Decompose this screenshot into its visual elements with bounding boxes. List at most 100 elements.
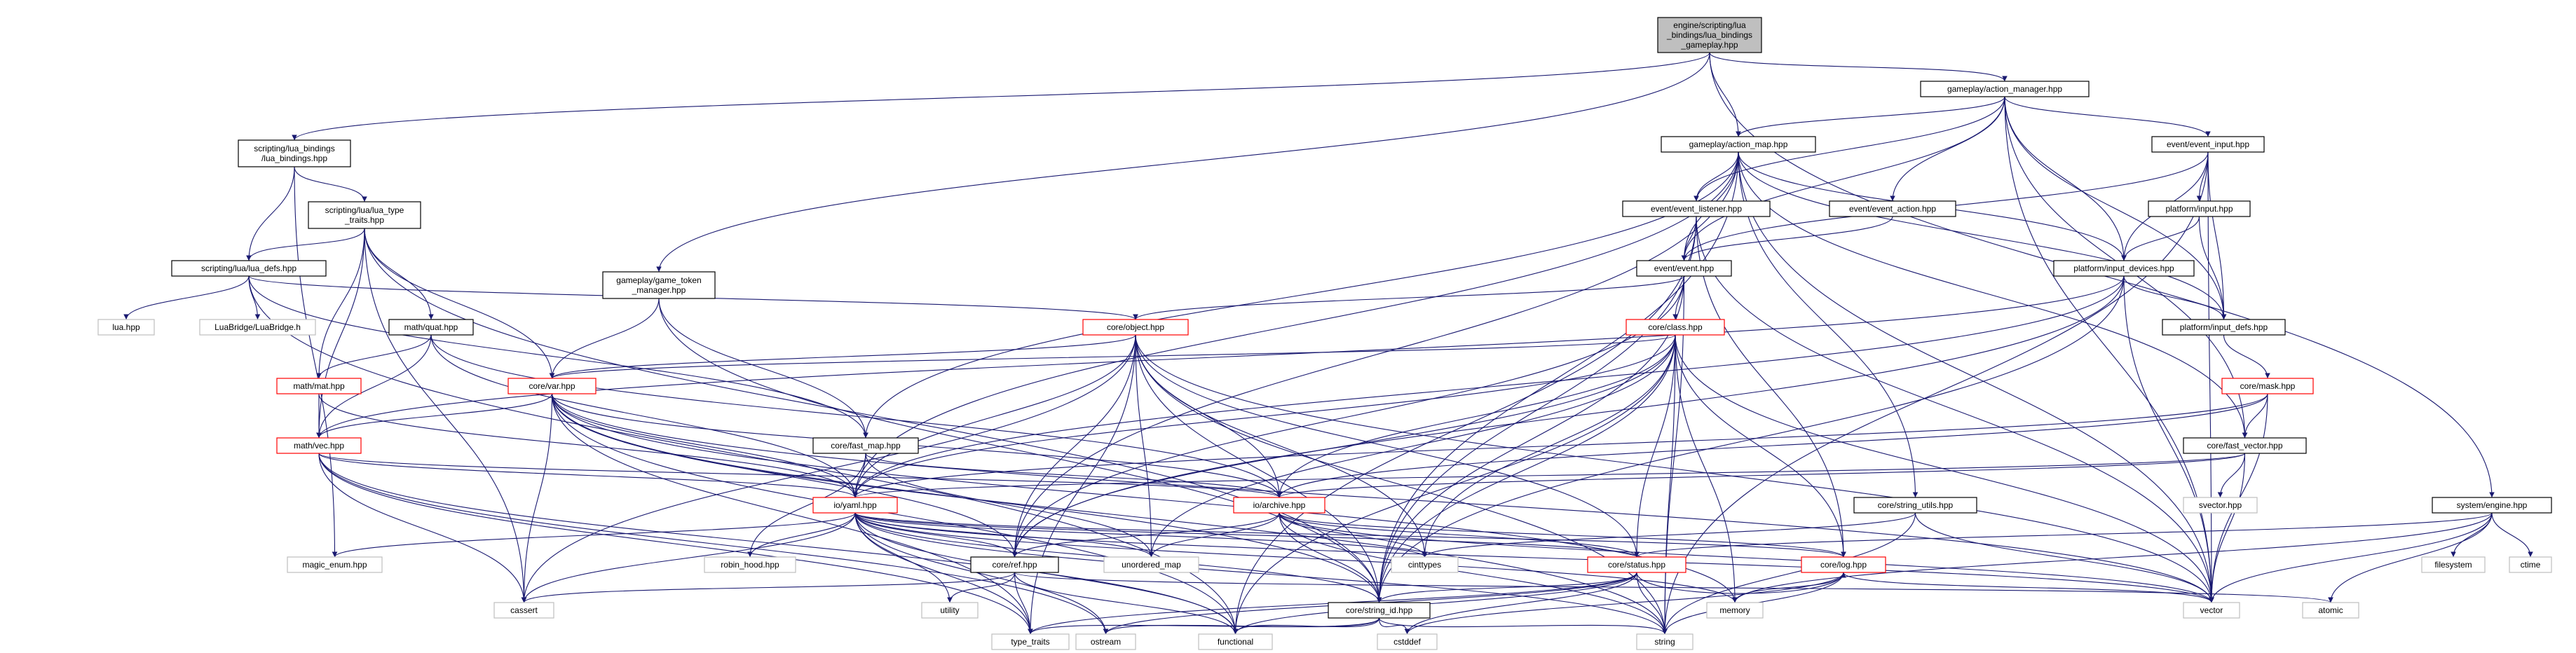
node-label: math/vec.hpp [294, 441, 344, 451]
edge-io_archive-to-core_ref [1011, 512, 1280, 558]
edge-core_object-to-unordered_map [1135, 334, 1154, 558]
node-label: vector [2200, 605, 2223, 615]
node-math-vec[interactable]: math/vec.hpp [276, 437, 362, 454]
node-box [2432, 497, 2552, 514]
edge-math_vec-to-io_yaml [318, 453, 858, 498]
node-event-input[interactable]: event/event_input.hpp [2151, 136, 2265, 153]
node-box [1626, 319, 1725, 336]
node-platform-input[interactable]: platform/input.hpp [2148, 200, 2251, 217]
edge-math_vec-to-ostream [318, 453, 1109, 635]
edge-core_object-to-type_traits [1028, 334, 1136, 635]
edge-core_object-to-io_yaml [852, 334, 1136, 498]
node-fast-vector[interactable]: core/fast_vector.hpp [2183, 437, 2307, 454]
node-core-log[interactable]: core/log.hpp [1801, 556, 1886, 573]
node-core-status[interactable]: core/status.hpp [1587, 556, 1686, 573]
node-action-manager[interactable]: gameplay/action_manager.hpp [1920, 81, 2090, 97]
node-label: core/log.hpp [1820, 560, 1867, 570]
node-core-object[interactable]: core/object.hpp [1082, 319, 1189, 336]
edge-lua_type_traits-to-string_id [364, 228, 1382, 603]
node-math-quat[interactable]: math/quat.hpp [388, 319, 474, 336]
node-box [2183, 602, 2240, 619]
node-core-ref[interactable]: core/ref.hpp [970, 556, 1059, 573]
node-system-engine[interactable]: system/engine.hpp [2432, 497, 2552, 514]
node-io-archive[interactable]: io/archive.hpp [1233, 497, 1326, 514]
node-box [1801, 556, 1886, 573]
node-input-devices[interactable]: platform/input_devices.hpp [2053, 260, 2195, 277]
node-label: type_traits [1011, 637, 1049, 647]
edge-math_mat-to-io_yaml [318, 393, 858, 498]
node-box [1377, 633, 1438, 650]
node-input-defs[interactable]: platform/input_defs.hpp [2162, 319, 2286, 336]
edge-io_yaml-to-memory [854, 512, 1738, 603]
node-fast-map[interactable]: core/fast_map.hpp [812, 437, 919, 454]
node-label: memory [1719, 605, 1750, 615]
node-label: _traits.hpp [344, 215, 384, 225]
node-box [276, 378, 362, 394]
node-box [2421, 556, 2486, 573]
node-functional: functional [1198, 633, 1273, 650]
node-label: platform/input.hpp [2165, 204, 2233, 214]
node-label: svector.hpp [2199, 500, 2242, 510]
node-event-action[interactable]: event/event_action.hpp [1829, 200, 1956, 217]
edge-event_listener-to-functional [1232, 216, 1697, 635]
node-box [1657, 17, 1762, 53]
node-math-mat[interactable]: math/mat.hpp [276, 378, 362, 394]
node-root[interactable]: engine/scripting/lua_bindings/lua_bindin… [1657, 17, 1762, 53]
edge-action_manager-to-event_listener [1694, 96, 2005, 202]
node-label: engine/scripting/lua [1673, 20, 1746, 30]
edge-input_devices-to-string_id [1376, 275, 2125, 603]
node-string-utils[interactable]: core/string_utils.hpp [1853, 497, 1977, 514]
edge-fast_map-to-robin_hood [747, 453, 866, 558]
edge-io_archive-to-core_log [1279, 512, 1846, 558]
edge-io_yaml-to-core_ref [854, 512, 1018, 558]
node-label: core/string_utils.hpp [1878, 500, 1954, 510]
node-label: math/quat.hpp [404, 322, 458, 332]
node-event-event[interactable]: event/event.hpp [1636, 260, 1732, 277]
node-label: core/class.hpp [1648, 322, 1703, 332]
edge-core_class-to-core_var [550, 334, 1676, 379]
node-string-id[interactable]: core/string_id.hpp [1328, 602, 1431, 619]
edge-io_archive-to-cinttypes [1279, 512, 1428, 558]
edge-core_status-to-cstddef [1404, 572, 1637, 635]
node-type-traits: type_traits [991, 633, 1070, 650]
node-game-token[interactable]: gameplay/game_token_manager.hpp [602, 271, 716, 299]
node-lua-type-traits[interactable]: scripting/lua/lua_type_traits.hpp [308, 201, 421, 229]
edge-event_event-to-core_object [1133, 275, 1685, 320]
node-label: robin_hood.hpp [721, 560, 779, 570]
node-box [2183, 497, 2258, 514]
node-core-mask[interactable]: core/mask.hpp [2221, 378, 2314, 394]
node-core-class[interactable]: core/class.hpp [1626, 319, 1725, 336]
node-box [991, 633, 1070, 650]
node-lua-bindings[interactable]: scripting/lua_bindings/lua_bindings.hpp [238, 139, 351, 167]
node-box [97, 319, 155, 336]
node-core-var[interactable]: core/var.hpp [507, 378, 597, 394]
node-cassert: cassert [493, 602, 554, 619]
node-label: LuaBridge/LuaBridge.h [214, 322, 301, 332]
edge-system_engine-to-memory [1732, 512, 2493, 603]
edge-action_map-to-vector [1738, 151, 2214, 603]
edge-core_ref-to-cassert [521, 572, 1016, 603]
node-box [388, 319, 474, 336]
node-io-yaml[interactable]: io/yaml.hpp [812, 497, 898, 514]
edge-core_class-to-unordered_map [1148, 334, 1676, 558]
node-event-listener[interactable]: event/event_listener.hpp [1622, 200, 1771, 217]
node-lua-defs[interactable]: scripting/lua/lua_defs.hpp [171, 260, 327, 277]
edge-core_var-to-io_yaml [551, 393, 858, 498]
node-action-map[interactable]: gameplay/action_map.hpp [1661, 136, 1816, 153]
edge-core_mask-to-fast_vector [2242, 393, 2268, 439]
node-label: _manager.hpp [632, 285, 686, 295]
edge-event_input-to-input_defs [2207, 151, 2227, 320]
edge-core_class-to-string [1662, 334, 1676, 635]
node-box [287, 556, 383, 573]
node-label: platform/input_defs.hpp [2180, 322, 2268, 332]
node-label: lua.hpp [112, 322, 140, 332]
node-label: gameplay/game_token [616, 275, 701, 285]
node-box [1636, 260, 1732, 277]
node-box [1391, 556, 1459, 573]
node-label: scripting/lua_bindings [254, 144, 334, 153]
edge-io_yaml-to-robin_hood [747, 512, 856, 558]
edge-io_yaml-to-string [854, 512, 1668, 635]
edge-io_archive-to-unordered_map [1148, 512, 1280, 558]
edge-platform_input-to-input_defs [2198, 216, 2227, 320]
